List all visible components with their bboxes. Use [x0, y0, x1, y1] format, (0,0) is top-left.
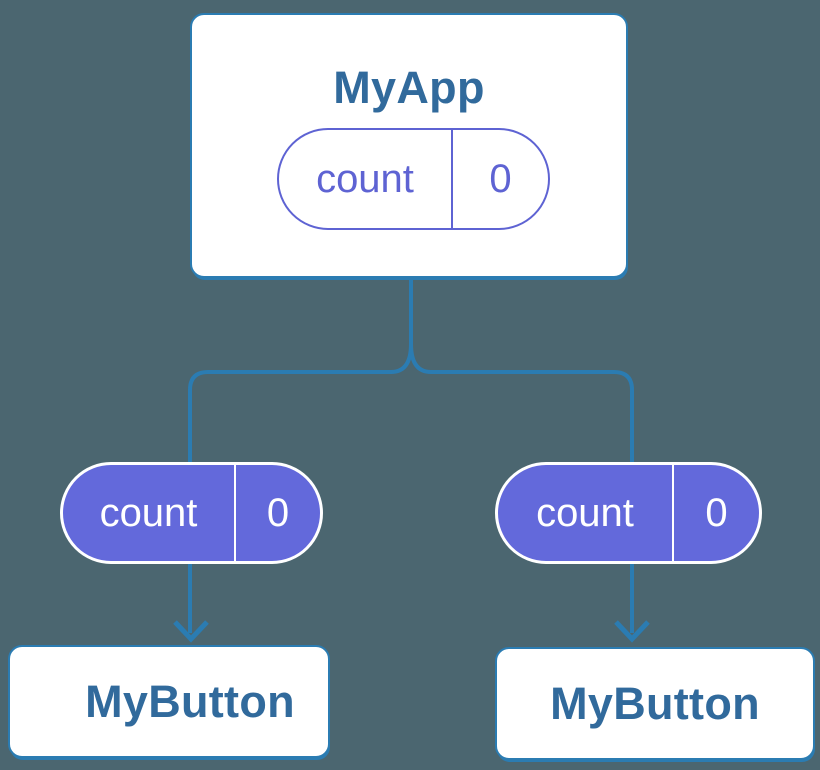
- root-component-title: MyApp: [333, 62, 485, 113]
- prop-value: 0: [672, 465, 759, 561]
- child-component-title: MyButton: [85, 676, 295, 727]
- child-card-inner: MyButton: [10, 647, 328, 756]
- prop-value: 0: [234, 465, 320, 561]
- child-component-node-left: MyButton: [8, 645, 330, 758]
- arrow-down-icon: [173, 620, 650, 643]
- prop-pill-left: count 0: [60, 462, 323, 564]
- connector-branch-path: [188, 278, 634, 633]
- child-card-inner: MyButton: [497, 649, 813, 758]
- state-value: 0: [451, 130, 548, 228]
- prop-pill-right: count 0: [495, 462, 762, 564]
- child-component-title: MyButton: [550, 678, 760, 729]
- prop-label: count: [536, 491, 634, 535]
- prop-label: count: [99, 491, 198, 535]
- state-label: count: [316, 157, 414, 201]
- root-component-node: MyApp count 0: [190, 13, 628, 278]
- child-component-node-right: MyButton: [495, 647, 815, 760]
- root-state-pill: count 0: [277, 128, 550, 230]
